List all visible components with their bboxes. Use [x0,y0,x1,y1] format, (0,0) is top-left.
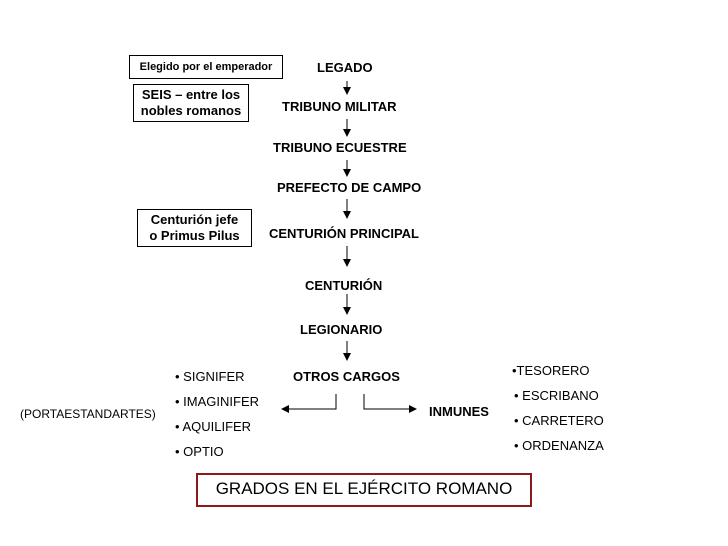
six-nobles-line-1: SEIS – entre los [141,87,241,102]
rank-legionario: LEGIONARIO [300,322,383,337]
rank-tribuno-ecuestre: TRIBUNO ECUESTRE [273,140,407,155]
six-nobles-box: SEIS – entre los nobles romanos [133,84,249,122]
otros-cargos: OTROS CARGOS [293,369,400,384]
inmunes-label: INMUNES [429,404,489,419]
rank-centurion-principal: CENTURIÓN PRINCIPAL [269,226,419,241]
right-item-ordenanza: • ORDENANZA [514,438,604,453]
primus-pilus-line-2: o Primus Pilus [149,228,240,243]
left-item-signifer: • SIGNIFER [175,369,245,384]
portaestandartes-note: (PORTAESTANDARTES) [20,407,156,421]
right-item-carretero: • CARRETERO [514,413,604,428]
left-item-imaginifer: • IMAGINIFER [175,394,259,409]
rank-tribuno-militar: TRIBUNO MILITAR [282,99,397,114]
rank-centurion: CENTURIÓN [305,278,383,293]
rank-prefecto-de-campo: PREFECTO DE CAMPO [277,180,422,195]
right-item-tesorero: •TESORERO [512,363,590,378]
rank-legado: LEGADO [317,60,373,75]
emperor-note-text: Elegido por el emperador [139,61,273,73]
primus-pilus-box: Centurión jefe o Primus Pilus [137,209,252,247]
arrow-otros-right [363,394,417,413]
diagram-title-box: GRADOS EN EL EJÉRCITO ROMANO [196,473,532,507]
emperor-note-box: Elegido por el emperador [129,55,283,79]
primus-pilus-line-1: Centurión jefe [150,212,239,227]
left-item-optio: • OPTIO [175,444,224,459]
diagram-title: GRADOS EN EL EJÉRCITO ROMANO [215,479,513,498]
left-item-aquilifer: • AQUILIFER [175,419,252,434]
right-item-escribano: • ESCRIBANO [514,388,599,403]
six-nobles-line-2: nobles romanos [140,103,242,118]
arrow-otros-left [281,394,337,413]
